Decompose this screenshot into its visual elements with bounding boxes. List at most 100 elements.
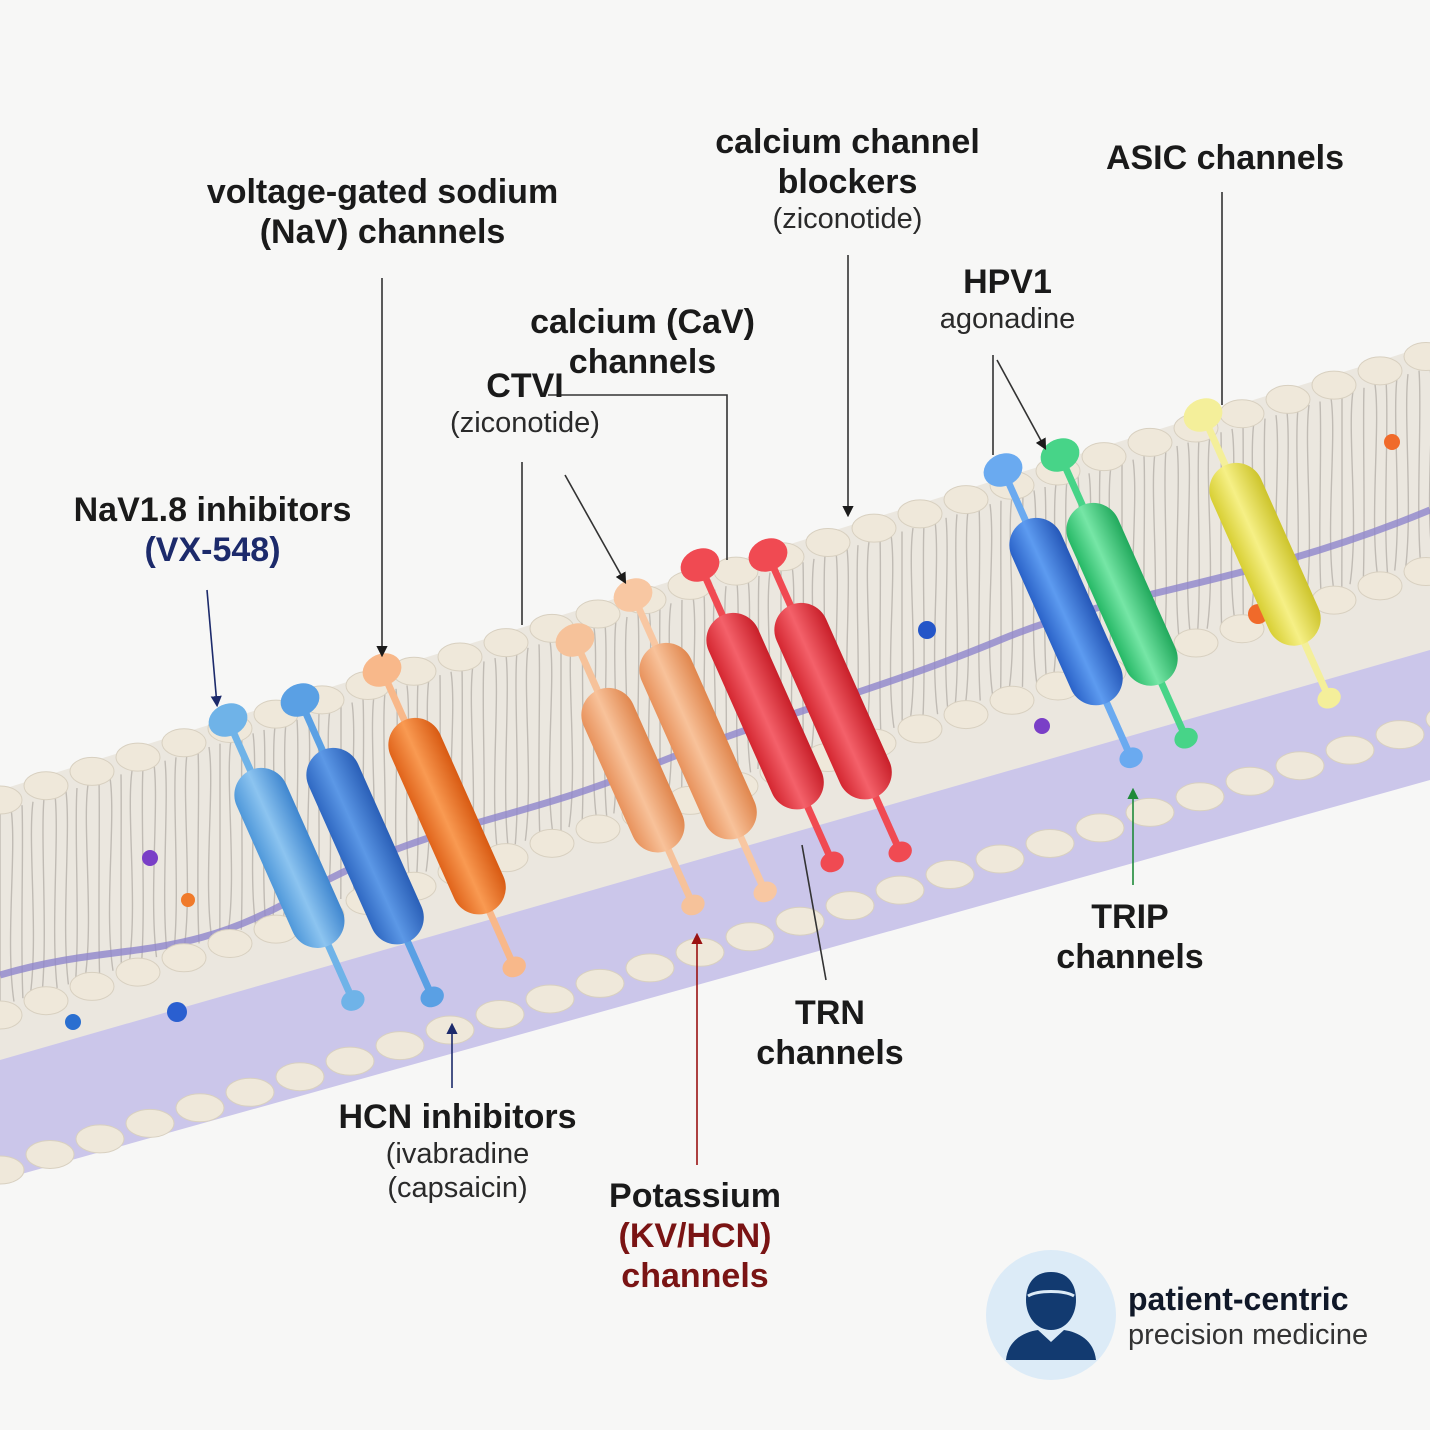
label-hcn: HCN inhibitors (ivabradine (capsaicin) xyxy=(315,1097,600,1206)
lipid-head xyxy=(1225,766,1275,796)
lipid-tail xyxy=(1329,397,1335,592)
lipid-head xyxy=(943,485,989,515)
lipid-head xyxy=(1357,356,1403,386)
trip-line1: TRIP xyxy=(1091,898,1169,936)
lipid-head xyxy=(161,728,207,758)
trn-line2: channels xyxy=(756,1034,904,1073)
lipid-tail xyxy=(1196,439,1200,633)
lipid-head xyxy=(1075,813,1125,843)
cav-red-channel-a xyxy=(680,548,844,873)
lipid-tail xyxy=(954,514,959,708)
lipid-tail xyxy=(1206,435,1212,629)
lipid-head xyxy=(207,928,253,958)
label-nav: voltage-gated sodium (NaV) channels xyxy=(170,172,595,252)
small-molecules xyxy=(65,434,1400,1030)
channel-head xyxy=(362,653,402,687)
channel-head xyxy=(748,538,788,572)
cav-line1: calcium (CaV) xyxy=(530,303,755,341)
lipid-head xyxy=(1311,370,1357,400)
channel-foot xyxy=(1174,727,1198,749)
lipid-tail xyxy=(1319,401,1322,595)
lipid-head xyxy=(825,891,875,921)
lipid-head xyxy=(1425,710,1430,728)
lipid-head xyxy=(25,1139,75,1169)
channel-body xyxy=(1009,517,1123,706)
lipid-head xyxy=(675,937,725,967)
channel-head xyxy=(613,578,653,612)
lipid-head xyxy=(1357,571,1403,601)
lipid-head xyxy=(75,1124,125,1154)
lipid-head xyxy=(425,1015,475,1045)
label-hpv1: HPV1 agonadine xyxy=(915,262,1100,336)
lipid-head xyxy=(1325,735,1375,765)
lipid-tail xyxy=(879,538,882,732)
channel-body xyxy=(581,687,685,853)
lipid-tail xyxy=(493,657,499,852)
lipid-head xyxy=(1175,782,1225,812)
trn-line xyxy=(801,844,827,981)
channel-foot xyxy=(820,851,844,873)
hpv1-channel xyxy=(983,453,1143,769)
cav-line xyxy=(548,394,728,560)
channel-head xyxy=(208,703,248,737)
badge-line1: patient-centric xyxy=(1128,1281,1349,1317)
badge-text: patient-centric precision medicine xyxy=(1128,1280,1368,1353)
channel-foot xyxy=(1119,747,1143,769)
lipid-tail xyxy=(865,541,871,735)
channel-head xyxy=(983,453,1023,487)
nav18-channel xyxy=(208,703,365,1011)
lipid-tail xyxy=(1405,374,1410,568)
lipid-head xyxy=(437,642,483,672)
asic-title: ASIC channels xyxy=(1105,139,1345,177)
lipid-head xyxy=(775,906,825,936)
nav18-sub: (VX-548) xyxy=(144,531,281,570)
lipid-tail xyxy=(227,740,233,934)
nav18-title: NaV1.8 inhibitors xyxy=(73,491,352,529)
lipid-head xyxy=(125,1108,175,1138)
lipid-tail xyxy=(1349,391,1355,585)
lipid-tail xyxy=(909,527,915,722)
lipid-head xyxy=(1127,427,1173,457)
hpv1-sub: agonadine xyxy=(939,303,1076,336)
lipid-head xyxy=(725,922,775,952)
channel-head xyxy=(555,623,595,657)
lipid-head xyxy=(897,499,943,529)
leader-lines xyxy=(206,192,1223,1165)
lipid-head xyxy=(115,742,161,772)
label-potassium: Potassium (KV/HCN) channels xyxy=(585,1176,805,1296)
lipid-head xyxy=(69,971,115,1001)
channel-foot xyxy=(341,990,365,1011)
lipid-tail xyxy=(978,507,981,701)
potassium-line1: Potassium xyxy=(609,1177,781,1215)
lipid-head xyxy=(943,700,989,730)
nav18-arrow xyxy=(206,589,222,708)
lipid-head xyxy=(625,953,675,983)
lipid-heads-lower xyxy=(0,710,1430,1185)
channel-body xyxy=(706,612,824,810)
label-cav: calcium (CaV) channels xyxy=(500,302,785,382)
lipid-tail xyxy=(538,644,541,838)
lipid-tail xyxy=(1163,449,1167,643)
lipid-head xyxy=(1081,442,1127,472)
lipid-head xyxy=(483,628,529,658)
lipid-head xyxy=(1125,797,1175,827)
lipid-head xyxy=(525,984,575,1014)
ctvi-arrow xyxy=(564,474,627,584)
channel-foot xyxy=(753,881,777,903)
lipid-head xyxy=(115,957,161,987)
lipid-tail xyxy=(944,517,949,711)
channel-foot xyxy=(888,841,912,863)
lipid-tail xyxy=(128,770,134,965)
lipid-tail xyxy=(964,510,970,705)
lipid-head xyxy=(325,1046,375,1076)
lipid-head xyxy=(1275,751,1325,781)
lipid-head xyxy=(851,513,897,543)
patient-badge xyxy=(986,1250,1116,1380)
badge-line2: precision medicine xyxy=(1128,1319,1369,1352)
label-trn: TRN channels xyxy=(730,993,930,1073)
asic-channel xyxy=(1183,398,1341,709)
label-ccb: calcium channel blockers (ziconotide) xyxy=(690,122,1005,236)
lipid-head xyxy=(897,714,943,744)
lipid-head xyxy=(0,1000,23,1030)
hcn-sub2: (capsaicin) xyxy=(387,1172,528,1205)
